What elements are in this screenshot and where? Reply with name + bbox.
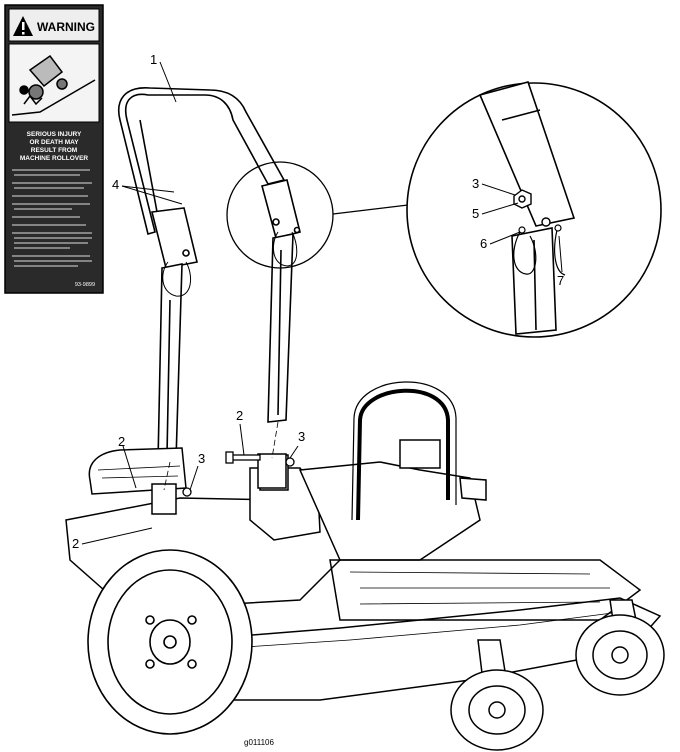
detail-leader-line bbox=[332, 204, 409, 215]
alignment-lines bbox=[163, 421, 279, 491]
hairpin-lanyard-detail bbox=[513, 224, 566, 276]
figure-number: g011106 bbox=[244, 738, 275, 747]
callout-3-detail: 3 bbox=[472, 176, 479, 191]
warning-triangle-icon bbox=[13, 16, 33, 36]
decal-header: WARNING bbox=[37, 20, 95, 34]
decal-headline-1: SERIOUS INJURY bbox=[27, 131, 82, 138]
rollbar-assembly bbox=[118, 87, 301, 463]
front-caster-right bbox=[575, 599, 665, 696]
callout-5: 5 bbox=[472, 206, 479, 221]
decal-instruction-lines bbox=[12, 169, 92, 267]
detail-view bbox=[406, 81, 662, 338]
decal-headline-4: MACHINE ROLLOVER bbox=[20, 155, 89, 162]
callout-2-left-lower: 2 bbox=[72, 536, 79, 551]
callout-7: 7 bbox=[557, 273, 564, 288]
callout-1: 1 bbox=[150, 52, 157, 67]
detail-marker-circle bbox=[226, 161, 334, 269]
decal-headline-3: RESULT FROM bbox=[31, 147, 77, 154]
bolt-parts bbox=[182, 451, 295, 497]
front-caster-left bbox=[450, 639, 544, 751]
rollbar-mount-brackets bbox=[151, 453, 287, 515]
decal-part-number: 93-9899 bbox=[75, 282, 95, 288]
callout-2-left-upper: 2 bbox=[118, 434, 125, 449]
callout-2-top: 2 bbox=[236, 408, 243, 423]
callout-3-right: 3 bbox=[298, 429, 305, 444]
callout-6: 6 bbox=[480, 236, 487, 251]
decal-headline-2: OR DEATH MAY bbox=[29, 139, 79, 146]
callout-leaders bbox=[81, 61, 563, 545]
callout-4: 4 bbox=[112, 177, 119, 192]
warning-decal: WARNING SERIOUS INJURY OR DEATH MAY RESU… bbox=[4, 4, 104, 294]
bolt-nut-detail bbox=[513, 189, 551, 227]
rear-wheel bbox=[87, 549, 253, 735]
callout-3-left: 3 bbox=[198, 451, 205, 466]
rollover-hazard-icon bbox=[11, 54, 96, 116]
